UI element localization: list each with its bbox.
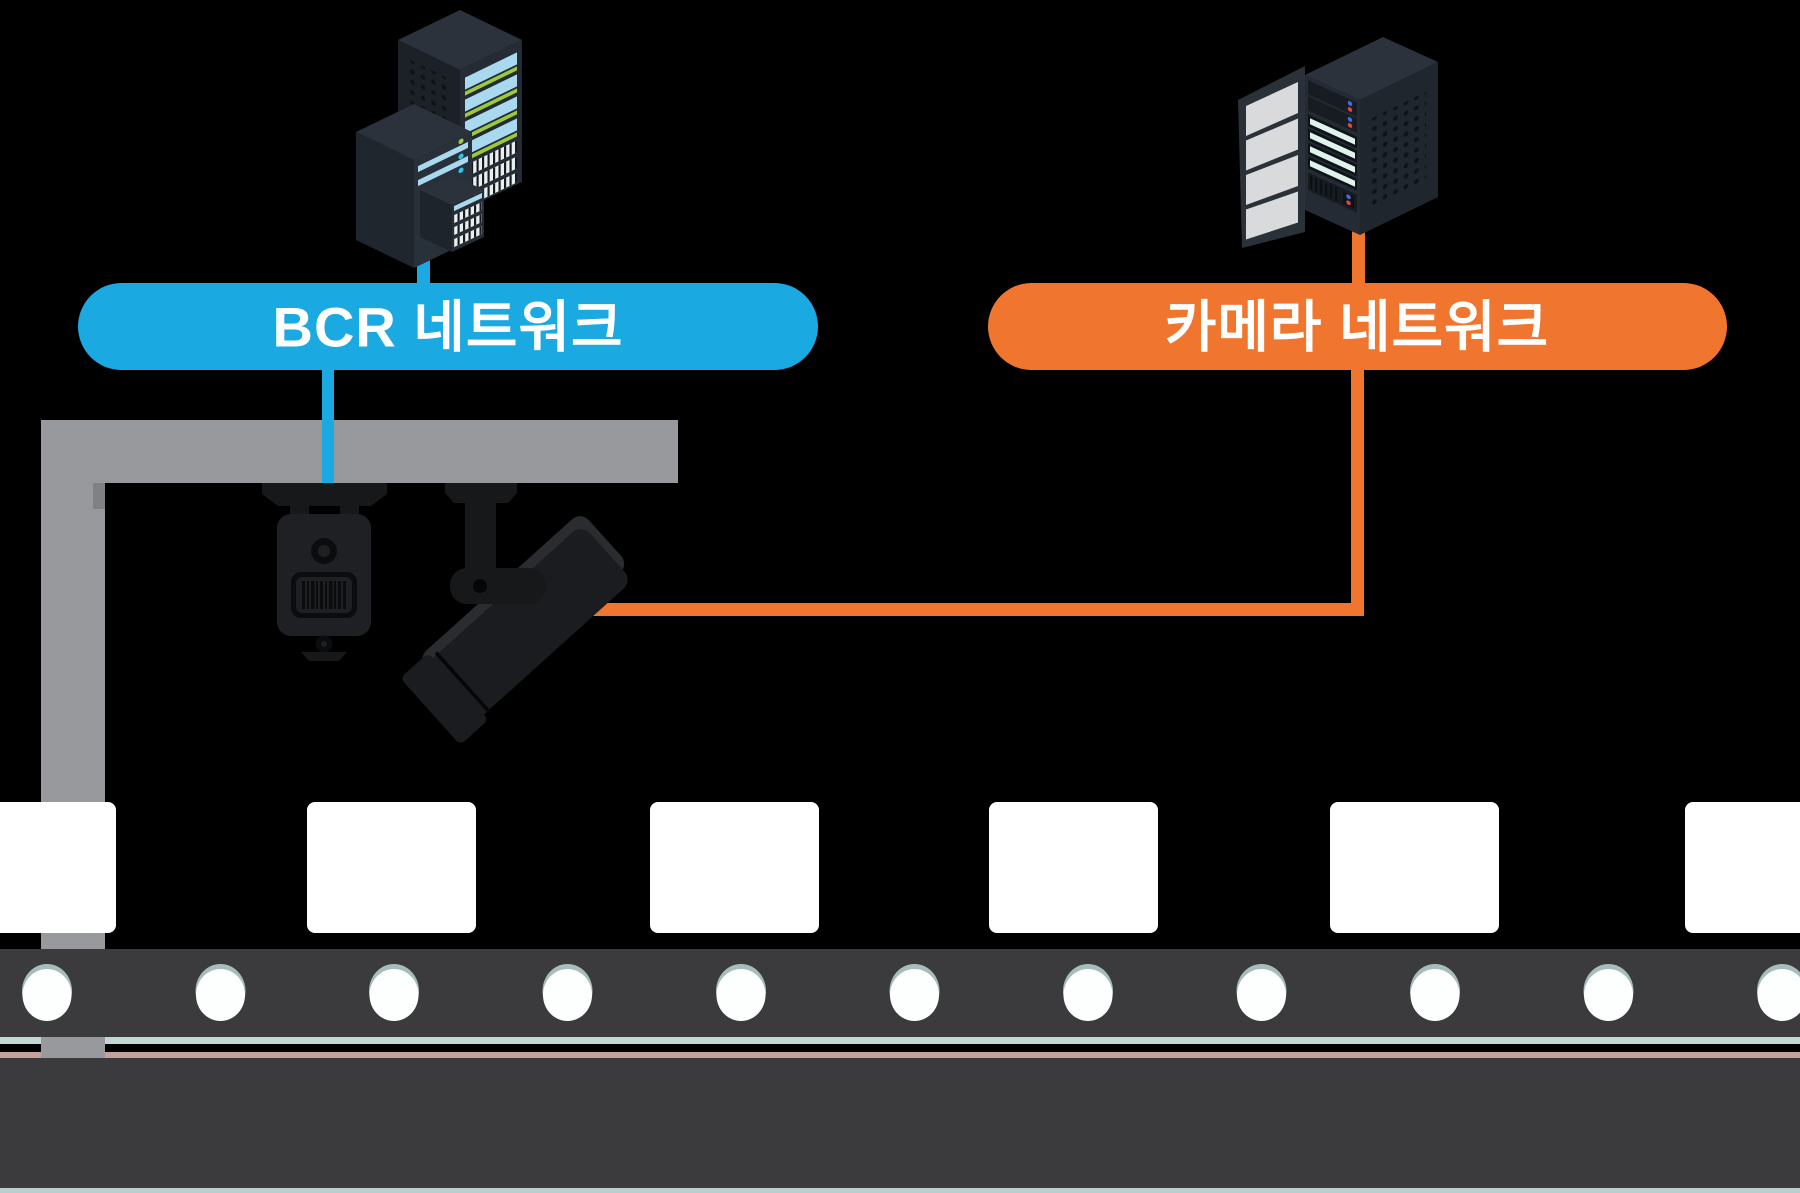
cabinet-side-face (1360, 62, 1438, 235)
parcel-box (650, 802, 819, 933)
camera-server-illustration (1238, 37, 1438, 248)
cabinet-door-panels (1246, 82, 1298, 240)
belt-stripe-light (0, 1037, 1800, 1044)
camera-mount-plate (445, 483, 517, 503)
server-left-face (356, 132, 414, 269)
cabinet-top (1305, 37, 1438, 100)
conveyor-belt (0, 1037, 1800, 1058)
gantry-corner-shadow (93, 483, 105, 509)
camera-network-pill: 카메라 네트워크 (988, 283, 1727, 370)
camera-cable-down (1351, 370, 1364, 616)
roller (1583, 964, 1634, 1021)
belt-base-slab (0, 1058, 1800, 1193)
roller (1757, 964, 1800, 1021)
bcr-network-pill: BCR 네트워크 (78, 283, 818, 370)
bcr-lens-center (318, 545, 330, 557)
camera-housing (419, 529, 628, 727)
roller (1410, 964, 1460, 1021)
belt-bottom-edge (0, 1188, 1800, 1193)
roller (195, 964, 246, 1021)
parcel-box (0, 802, 116, 933)
parcel-box (989, 802, 1158, 933)
bcr-mount-post (290, 506, 309, 516)
roller (22, 964, 72, 1021)
belt-stripe-pink (0, 1052, 1800, 1058)
bcr-barcode-lines (302, 581, 346, 609)
parcel-box (1330, 802, 1499, 933)
bcr-emitter-base (301, 652, 347, 661)
bcr-bottom-knob-center (321, 641, 327, 647)
gantry-bar (41, 420, 678, 483)
bcr-server-illustration (356, 10, 522, 269)
cctv-camera-icon (402, 483, 628, 743)
bcr-network-label: BCR 네트워크 (273, 296, 624, 359)
camera-cable-across (585, 603, 1364, 616)
camera-lens-hood (402, 655, 487, 743)
camera-pivot (473, 579, 487, 593)
camera-network-pill-bg (988, 283, 1727, 370)
cabinet-rack-face (1305, 75, 1360, 235)
bcr-mount-plate (262, 483, 387, 506)
roller (369, 964, 419, 1021)
roller (1063, 964, 1113, 1021)
roller-row (22, 964, 1800, 1021)
camera-network-label: 카메라 네트워크 (1165, 296, 1549, 359)
bcr-cable-down (322, 370, 334, 488)
camera-bracket (450, 568, 546, 604)
roller (716, 964, 766, 1021)
server-left-face (420, 190, 452, 252)
parcel-box (307, 802, 476, 933)
server-rack-face (452, 190, 484, 252)
camera-body (402, 516, 628, 743)
conveyor-band (0, 949, 1800, 1193)
parcel-boxes (0, 802, 1800, 933)
roller (542, 964, 593, 1021)
bcr-mount-post (340, 506, 359, 516)
server-rack-face (460, 40, 522, 212)
roller (889, 964, 940, 1021)
camera-hood-seam (434, 651, 491, 714)
parcel-box (1685, 802, 1800, 933)
barcode-reader-icon (262, 483, 387, 661)
roller (1236, 964, 1287, 1021)
bcr-network-pill-bg (78, 283, 818, 370)
